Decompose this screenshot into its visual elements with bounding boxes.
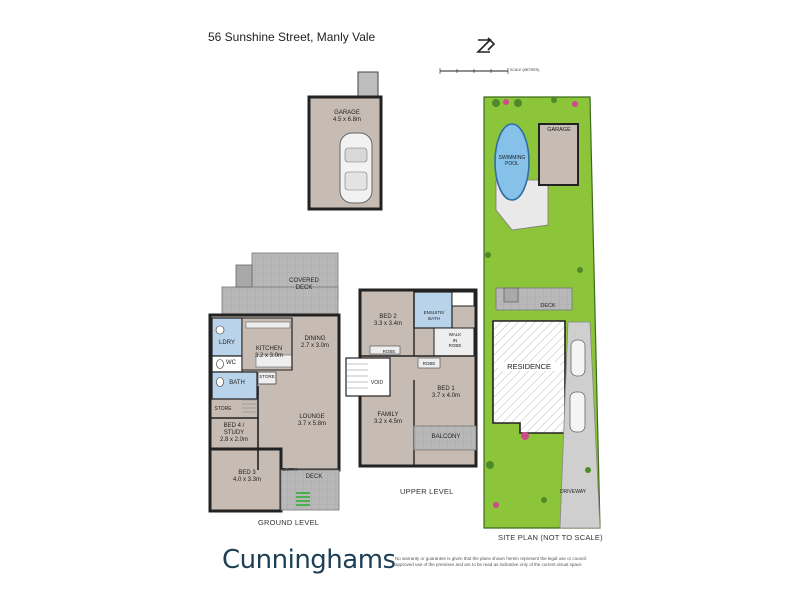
bed2-label: BED 2 3.3 x 3.4m bbox=[373, 314, 402, 327]
walk-in-robe-label: WALK IN ROBE bbox=[448, 332, 462, 348]
scale-label: SCALE (METRES) bbox=[510, 68, 540, 72]
site-plan-caption: SITE PLAN (NOT TO SCALE) bbox=[498, 533, 603, 542]
site-deck-label: DECK bbox=[540, 303, 556, 309]
bed1-label: BED 1 3.7 x 4.0m bbox=[431, 386, 460, 399]
entry-label: ENTRY bbox=[282, 467, 298, 472]
site-garage-label: GARAGE bbox=[547, 127, 571, 133]
ground-level-plan bbox=[208, 252, 341, 513]
north-arrow-icon bbox=[476, 37, 496, 53]
covered-deck-label: COVERED DECK bbox=[289, 278, 319, 291]
balcony-label: BALCONY bbox=[431, 434, 461, 440]
driveway-label: DRIVEWAY bbox=[559, 489, 587, 495]
upper-level-plan bbox=[345, 288, 478, 468]
property-address: 56 Sunshine Street, Manly Vale bbox=[208, 30, 376, 44]
upper-level-caption: UPPER LEVEL bbox=[400, 487, 454, 496]
garage-plan bbox=[307, 71, 383, 211]
kitchen-label: KITCHEN 3.2 x 3.0m bbox=[254, 346, 283, 359]
robe-label: ROBE bbox=[382, 349, 396, 354]
bath-label: BATH bbox=[229, 380, 245, 386]
robe-label-2: ROBE bbox=[422, 361, 436, 366]
laundry-label: LDRY bbox=[219, 340, 235, 346]
store-label-2: STORE bbox=[214, 406, 232, 412]
wc-label: WC bbox=[226, 360, 236, 366]
bed3-label: BED 3 4.0 x 3.3m bbox=[232, 470, 261, 483]
pool-label: SWIMMING POOL bbox=[498, 155, 526, 167]
car-icon bbox=[339, 132, 373, 204]
scale-bar bbox=[439, 68, 509, 74]
bed4-study-label: BED 4 / STUDY 2.8 x 2.0m bbox=[219, 423, 248, 443]
front-deck-label: DECK bbox=[305, 474, 323, 480]
agency-logo: Cunninghams bbox=[222, 545, 396, 575]
site-plan bbox=[483, 96, 601, 529]
garage-room-label: GARAGE 4.5 x 6.8m bbox=[332, 110, 361, 123]
ensuite-label: ENSUITE/ BATH bbox=[423, 310, 445, 321]
dining-label: DINING 2.7 x 3.0m bbox=[300, 336, 329, 349]
family-label: FAMILY 3.2 x 4.5m bbox=[373, 412, 402, 425]
void-label: VOID bbox=[370, 380, 384, 386]
store-label: STORE bbox=[259, 374, 275, 379]
site-car-icon bbox=[569, 339, 586, 433]
trees-icon bbox=[485, 97, 591, 508]
disclaimer-text: No warranty or guarantee is given that t… bbox=[395, 556, 587, 567]
residence-label: RESIDENCE bbox=[498, 362, 560, 371]
lounge-label: LOUNGE 3.7 x 5.8m bbox=[297, 414, 326, 427]
ground-level-caption: GROUND LEVEL bbox=[258, 518, 320, 527]
